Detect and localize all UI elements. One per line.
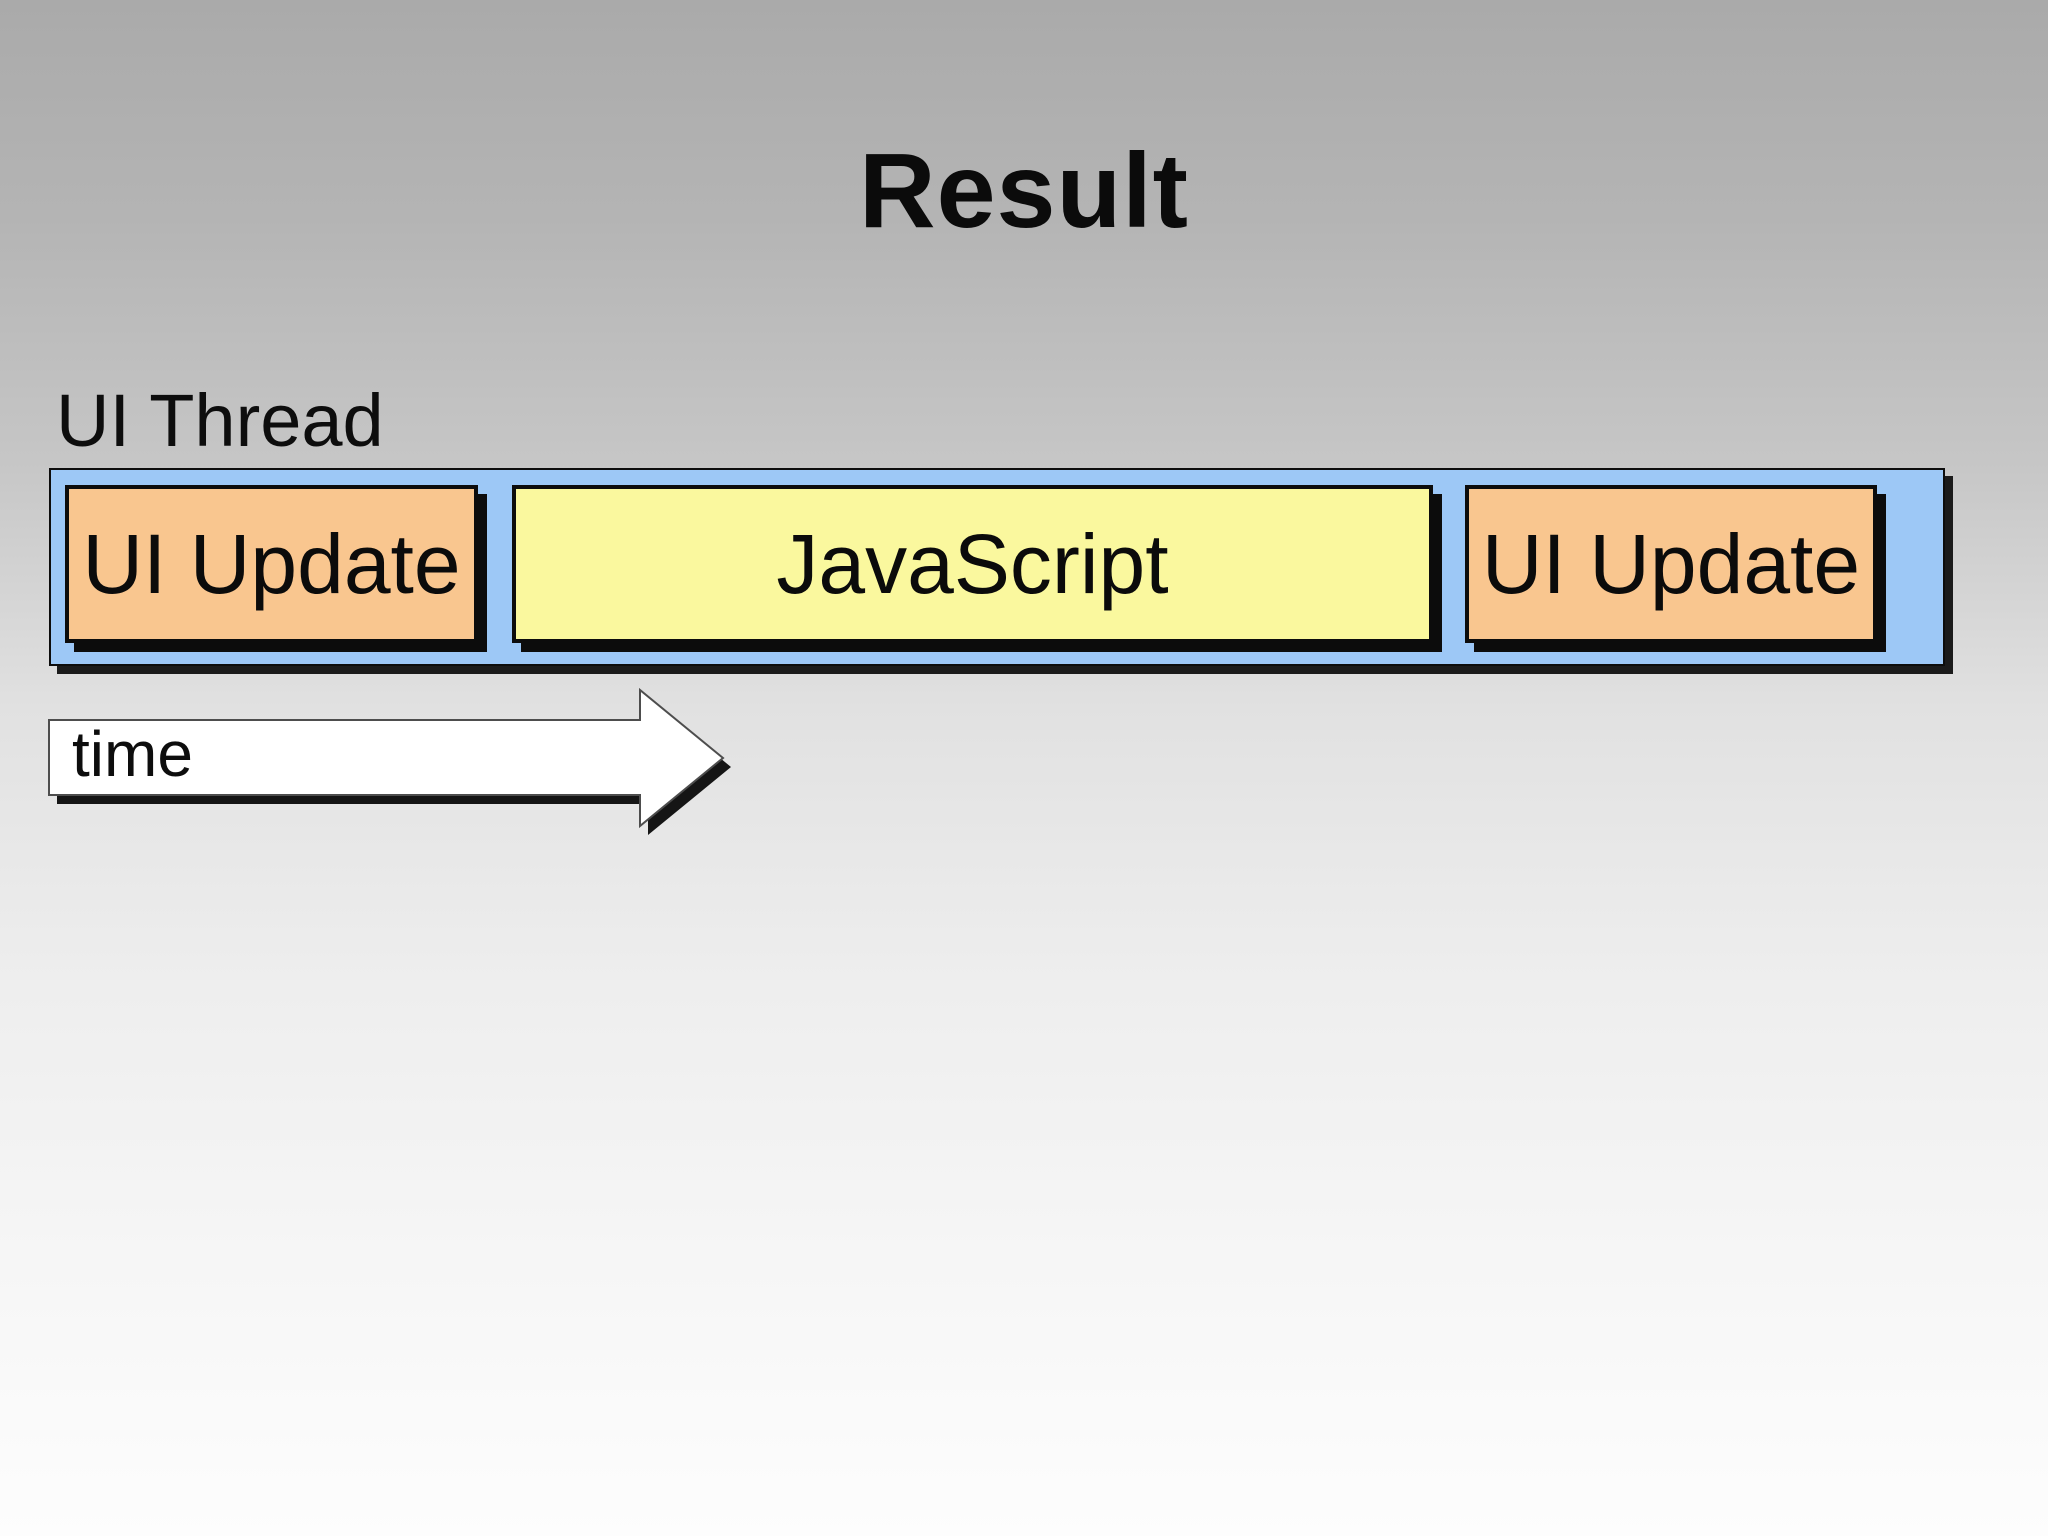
segment-label: UI Update (1481, 517, 1861, 611)
time-arrow-body (48, 687, 725, 829)
segment-javascript: JavaScript (512, 485, 1433, 643)
segment-label: JavaScript (776, 517, 1169, 611)
ui-thread-label: UI Thread (56, 379, 384, 462)
time-label: time (72, 718, 193, 790)
slide-title: Result (859, 132, 1189, 250)
segment-label: UI Update (82, 517, 461, 611)
time-arrow (48, 687, 731, 835)
segment-ui-update-first: UI Update (65, 485, 478, 643)
segment-ui-update-second: UI Update (1465, 485, 1877, 643)
